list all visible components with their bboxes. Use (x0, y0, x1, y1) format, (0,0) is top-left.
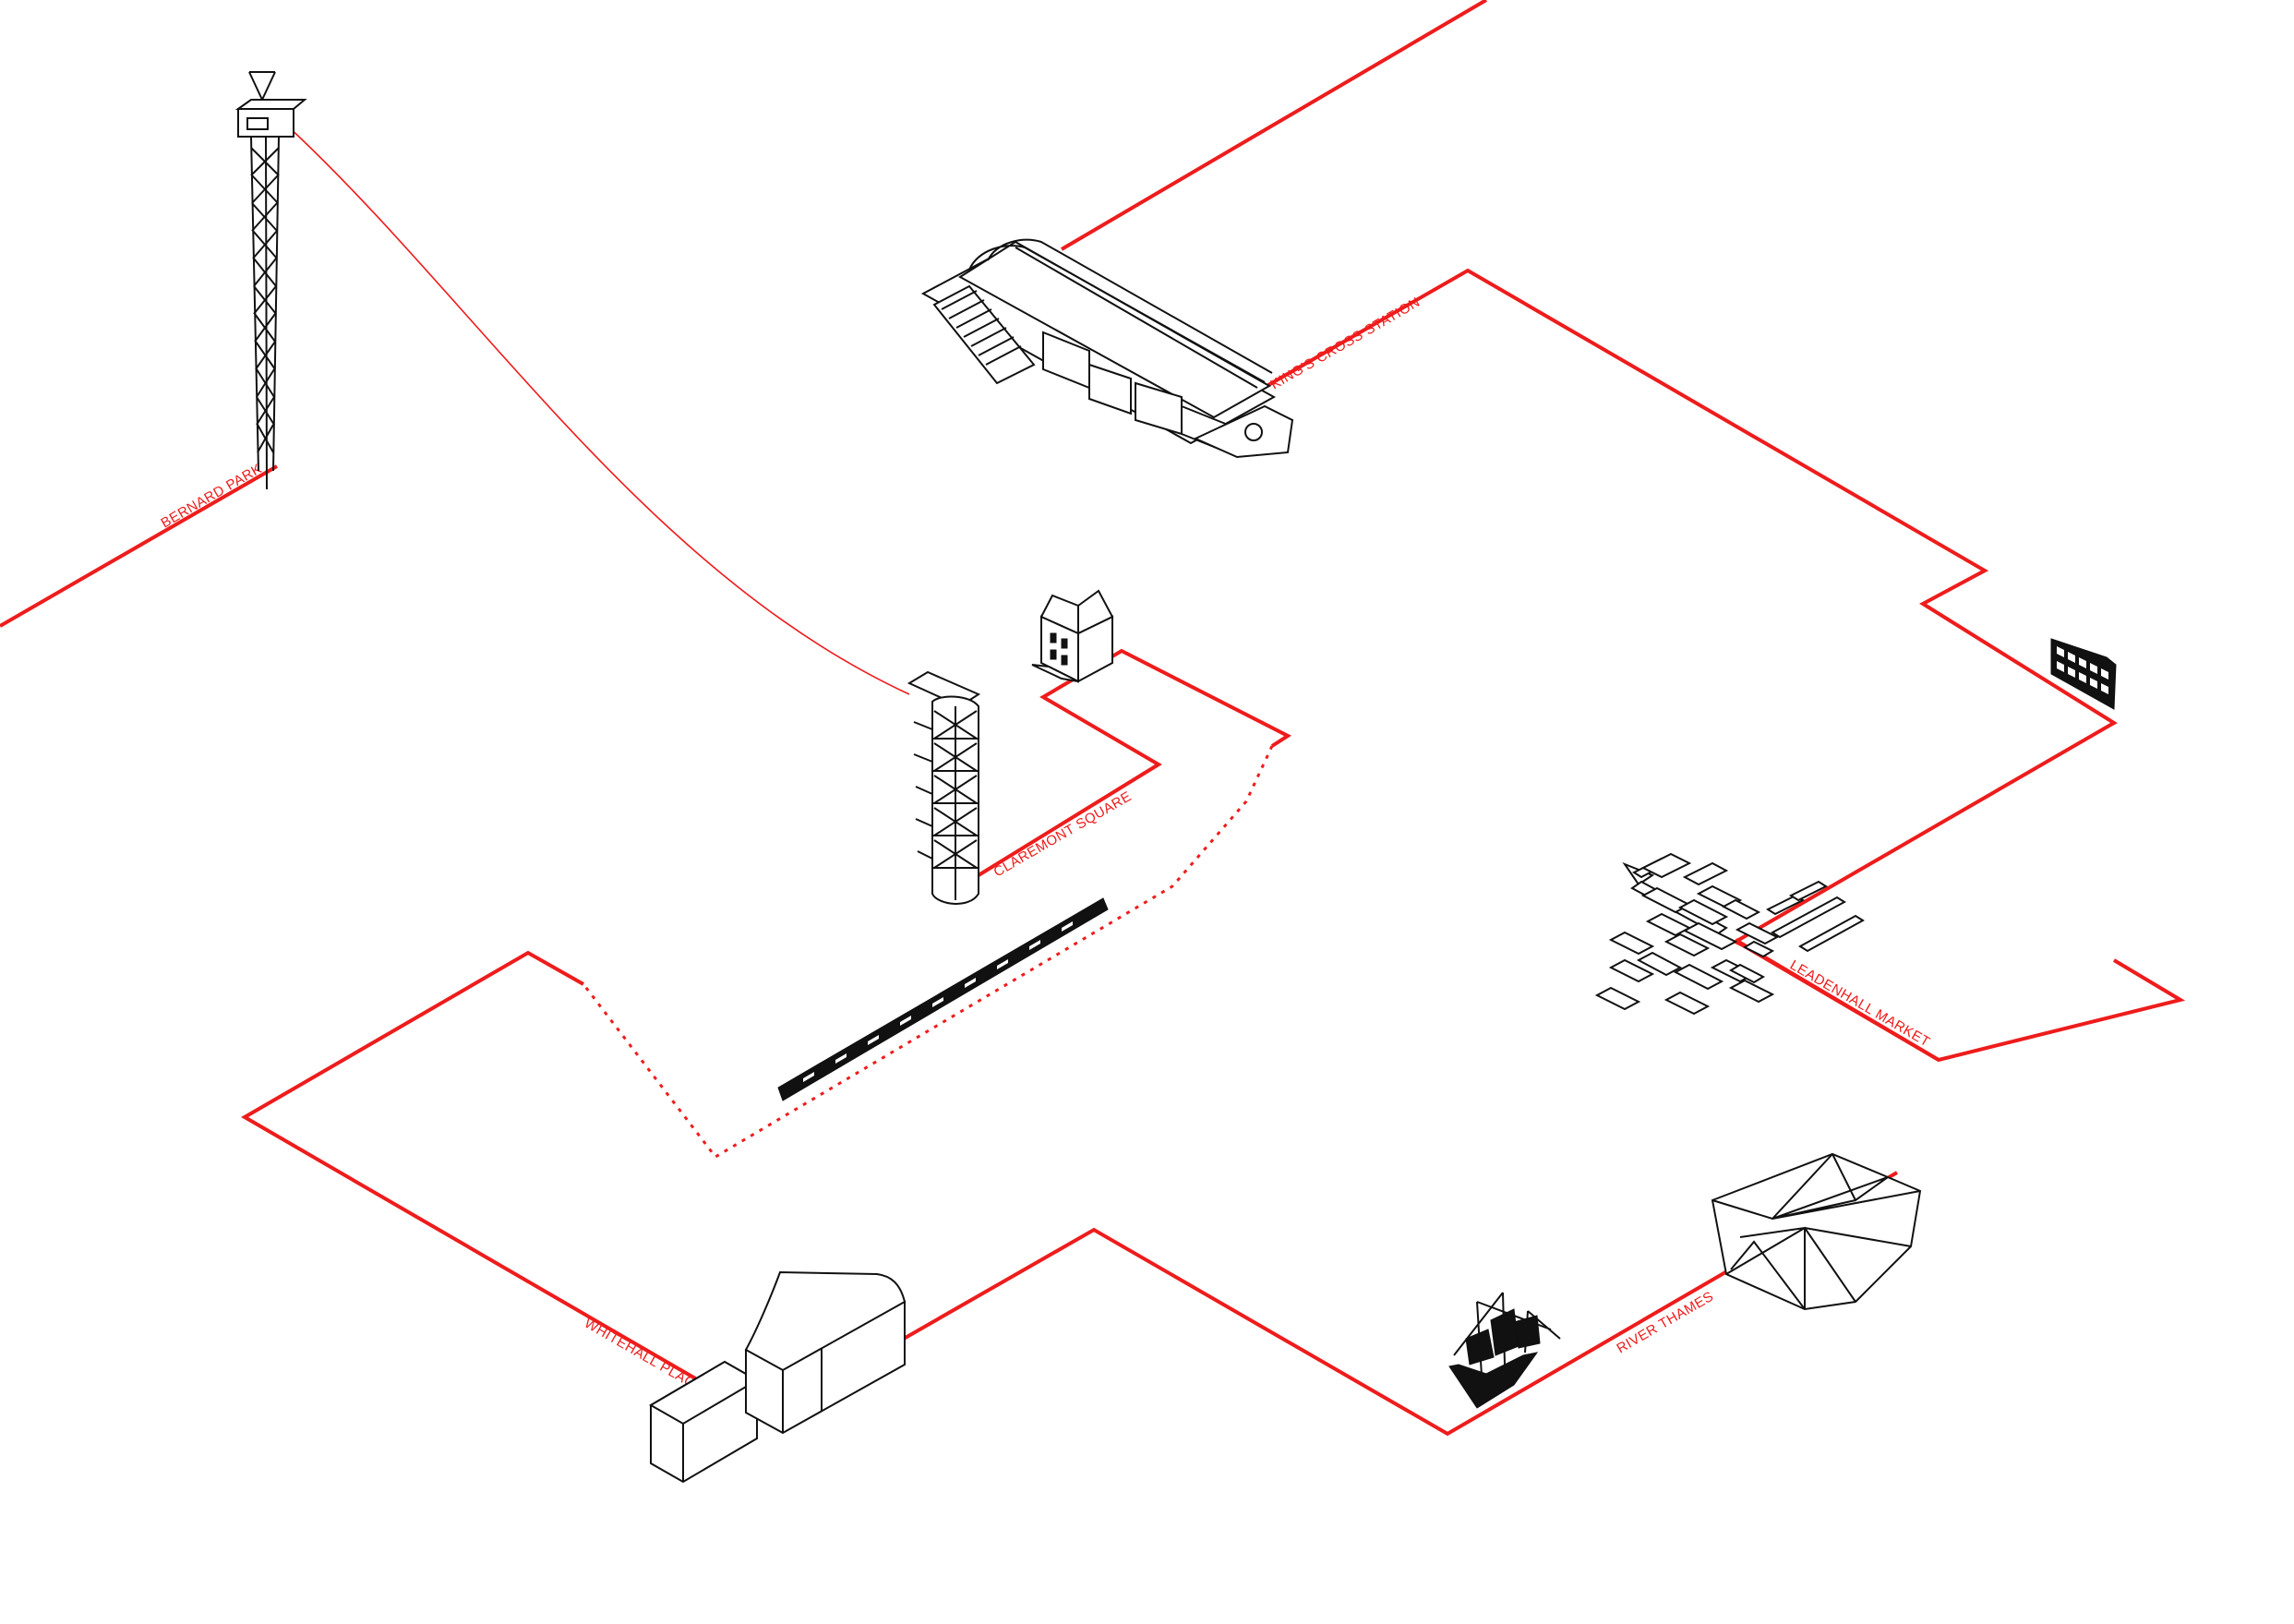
lattice-tower (234, 71, 307, 490)
route-lines (0, 0, 2186, 1437)
label-river-thames: RIVER THAMES (1615, 1289, 1717, 1357)
route-south (761, 1171, 1899, 1437)
route-leadenhall-link (1734, 938, 1940, 1062)
label-kings-cross: KING'S CROSS STATION (1268, 295, 1423, 393)
london-bus (2050, 638, 2117, 710)
route-west-loop (241, 950, 750, 1411)
route-kings-cross-east (1255, 268, 2118, 944)
terraced-house (1031, 589, 1114, 683)
route-claremont-square (977, 648, 1291, 877)
kings-cross-station-building (920, 238, 1294, 459)
label-claremont-square: CLAREMONT SQUARE (991, 788, 1135, 880)
route-leadenhall (1735, 940, 2186, 1063)
claremont-tower (907, 670, 981, 905)
label-bernard-park: BERNARD PARK (159, 461, 265, 531)
cable-line (285, 124, 910, 695)
label-leadenhall-market: LEADENHALL MARKET (1787, 957, 1933, 1051)
route-kings-cross (1060, 0, 1488, 251)
route-labels: BERNARD PARK KING'S CROSS STATION CLAREM… (159, 295, 1933, 1397)
long-train (777, 897, 1109, 1101)
galleon-ship (1448, 1292, 1561, 1409)
faceted-pod (1711, 1152, 1922, 1311)
leadenhall-street-blocks (1594, 852, 1865, 1016)
route-bernard-park (0, 464, 278, 628)
whitehall-building (649, 1270, 907, 1484)
route-dotted-claremont (582, 745, 1274, 1159)
